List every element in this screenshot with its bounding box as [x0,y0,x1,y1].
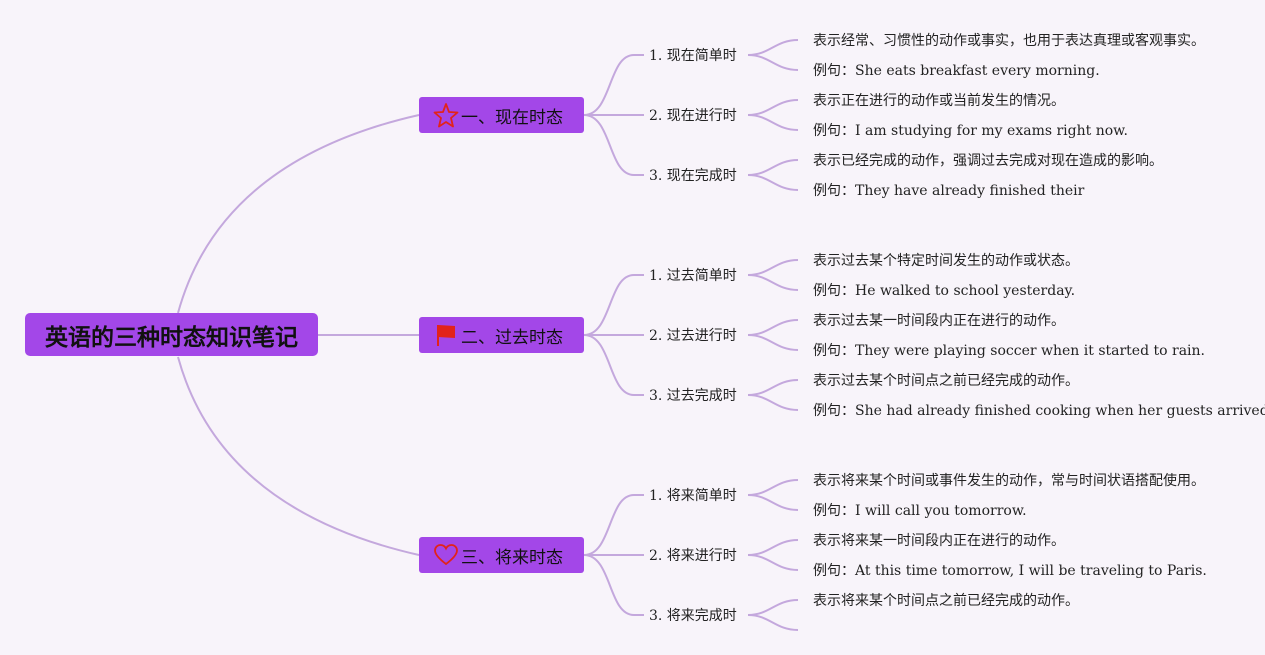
branch-label: 三、将来时态 [461,547,563,568]
sub-leaf-connector [747,539,799,556]
branch-label: 二、过去时态 [461,327,563,348]
leaf-example[interactable]: 例句：I am studying for my exams right now. [813,123,1128,139]
leaf-description[interactable]: 表示将来某个时间点之前已经完成的动作。 [813,593,1079,609]
sub-leaf-connector [747,494,799,511]
sub-leaf-connector [747,379,799,396]
root-title: 英语的三种时态知识笔记 [45,324,298,351]
branch-sub-connector [583,554,644,616]
sub-label: 3. 过去完成时 [649,388,737,404]
sub-leaf-connector [747,174,799,191]
sub-leaf-connector [747,159,799,176]
leaf-description[interactable]: 表示正在进行的动作或当前发生的情况。 [813,93,1065,109]
sub-label: 3. 将来完成时 [649,608,737,624]
sub-label: 2. 将来进行时 [649,548,737,564]
root-node[interactable]: 英语的三种时态知识笔记 [25,313,318,356]
sub-label: 2. 过去进行时 [649,328,737,344]
leaf-example[interactable]: 例句：They were playing soccer when it star… [813,343,1205,359]
flag-icon [433,322,459,348]
leaf-description[interactable]: 表示过去某一时间段内正在进行的动作。 [813,313,1065,329]
root-branch-connector [177,114,420,314]
branch-sub-connector [583,334,644,396]
sub-leaf-connector [747,99,799,116]
sub-label: 1. 将来简单时 [649,488,737,504]
branch-sub-connector [583,114,644,176]
leaf-example[interactable]: 例句：They have already finished their [813,183,1085,199]
branch-node-future[interactable]: 三、将来时态 [419,537,584,573]
branch-sub-connector [583,274,644,336]
sub-leaf-connector [747,394,799,411]
leaf-description[interactable]: 表示经常、习惯性的动作或事实，也用于表达真理或客观事实。 [813,33,1205,49]
root-branch-connector [177,356,420,556]
sub-label: 1. 过去简单时 [649,268,737,284]
leaf-example[interactable]: 例句：She had already finished cooking when… [813,403,1265,419]
branch-sub-connector [583,54,644,116]
sub-leaf-connector [747,274,799,291]
sub-leaf-connector [747,599,799,616]
branch-sub-connector [583,494,644,556]
branch-node-present[interactable]: 一、现在时态 [419,97,584,133]
sub-node[interactable]: 3. 过去完成时 [649,387,737,405]
sub-leaf-connector [747,54,799,71]
sub-node[interactable]: 1. 现在简单时 [649,47,737,65]
sub-label: 2. 现在进行时 [649,108,737,124]
leaf-description[interactable]: 表示将来某一时间段内正在进行的动作。 [813,533,1065,549]
sub-node[interactable]: 1. 将来简单时 [649,487,737,505]
heart-icon [433,542,459,568]
sub-leaf-connector [747,334,799,351]
sub-node[interactable]: 2. 现在进行时 [649,107,737,125]
leaf-example[interactable]: 例句：She eats breakfast every morning. [813,63,1100,79]
sub-node[interactable]: 3. 将来完成时 [649,607,737,625]
leaf-example[interactable]: 例句：At this time tomorrow, I will be trav… [813,563,1207,579]
leaf-description[interactable]: 表示过去某个时间点之前已经完成的动作。 [813,373,1079,389]
sub-leaf-connector [747,319,799,336]
leaf-example[interactable]: 例句：He walked to school yesterday. [813,283,1076,299]
sub-leaf-connector [747,479,799,496]
sub-node[interactable]: 3. 现在完成时 [649,167,737,185]
branch-label: 一、现在时态 [461,107,563,128]
sub-node[interactable]: 2. 过去进行时 [649,327,737,345]
star-icon [433,102,459,128]
sub-node[interactable]: 1. 过去简单时 [649,267,737,285]
sub-leaf-connector [747,614,799,631]
leaf-description[interactable]: 表示将来某个时间或事件发生的动作，常与时间状语搭配使用。 [813,473,1205,489]
leaf-description[interactable]: 表示已经完成的动作，强调过去完成对现在造成的影响。 [813,153,1163,169]
sub-leaf-connector [747,554,799,571]
sub-leaf-connector [747,259,799,276]
sub-leaf-connector [747,114,799,131]
leaf-description[interactable]: 表示过去某个特定时间发生的动作或状态。 [813,253,1079,269]
sub-node[interactable]: 2. 将来进行时 [649,547,737,565]
branch-node-past[interactable]: 二、过去时态 [419,317,584,353]
sub-label: 1. 现在简单时 [649,48,737,64]
sub-label: 3. 现在完成时 [649,168,737,184]
sub-leaf-connector [747,39,799,56]
leaf-example[interactable]: 例句：I will call you tomorrow. [813,503,1027,519]
